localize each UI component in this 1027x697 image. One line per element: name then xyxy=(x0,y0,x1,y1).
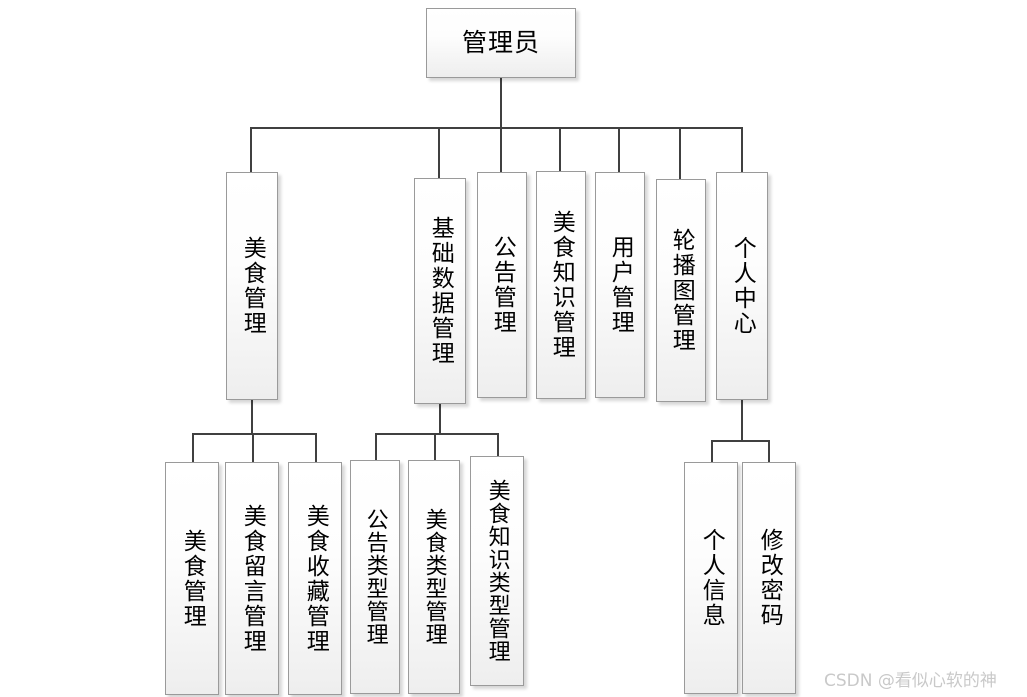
connector-stem-personal-center xyxy=(741,400,743,441)
node-food-favorite-mgmt[interactable]: 美食收藏管理 xyxy=(288,462,342,695)
node-notice-management[interactable]: 公告管理 xyxy=(477,172,527,398)
node-label: 轮播图管理 xyxy=(668,228,695,353)
node-carousel-management[interactable]: 轮播图管理 xyxy=(656,179,706,402)
node-personal-info[interactable]: 个人信息 xyxy=(684,462,738,694)
node-food-knowledge-type-mgmt[interactable]: 美食知识类型管理 xyxy=(470,456,524,686)
node-label: 管理员 xyxy=(461,27,540,57)
node-label: 公告类型管理 xyxy=(362,508,388,646)
node-label: 美食管理 xyxy=(239,236,266,336)
node-basic-data-management[interactable]: 基础数据管理 xyxy=(414,178,466,404)
csdn-watermark: CSDN @看似心软的神 xyxy=(824,671,997,691)
connector-drop-food-type-mgmt xyxy=(434,433,436,461)
connector-drop-food-management xyxy=(250,127,252,173)
node-label: 美食管理 xyxy=(179,528,206,629)
connector-stem-basic-data-management xyxy=(439,404,441,434)
node-label: 美食类型管理 xyxy=(421,508,447,646)
connector-drop-food-knowledge-type-mgmt xyxy=(497,433,499,457)
node-food-management[interactable]: 美食管理 xyxy=(226,172,278,400)
connector-bus-food-management xyxy=(192,433,316,435)
node-administrator[interactable]: 管理员 xyxy=(426,8,576,78)
node-user-management[interactable]: 用户管理 xyxy=(595,172,645,398)
connector-bus-personal-center xyxy=(711,440,769,442)
connector-stem-food-management xyxy=(251,400,253,434)
connector-drop-personal-center xyxy=(741,127,743,173)
connector-drop-notice-type-mgmt xyxy=(375,433,377,461)
connector-drop-food-knowledge-management xyxy=(559,127,561,172)
node-label: 基础数据管理 xyxy=(427,216,454,366)
node-label: 美食收藏管理 xyxy=(302,503,329,654)
connector-main-bus xyxy=(250,127,742,129)
node-label: 修改密码 xyxy=(756,528,783,628)
connector-drop-notice-management xyxy=(500,127,502,173)
connector-drop-carousel-management xyxy=(679,127,681,180)
connector-bus-basic-data-management xyxy=(375,433,498,435)
node-food-comment-mgmt[interactable]: 美食留言管理 xyxy=(225,462,279,695)
node-label: 公告管理 xyxy=(489,235,516,335)
connector-drop-change-password xyxy=(768,440,770,463)
connector-drop-basic-data-management xyxy=(438,127,440,179)
node-label: 美食知识管理 xyxy=(548,210,575,360)
connector-drop-food-favorite-mgmt xyxy=(315,433,317,463)
node-notice-type-mgmt[interactable]: 公告类型管理 xyxy=(350,460,400,694)
node-label: 美食留言管理 xyxy=(239,503,266,654)
node-label: 美食知识类型管理 xyxy=(484,479,510,663)
connector-drop-food-comment-mgmt xyxy=(252,433,254,463)
node-food-knowledge-management[interactable]: 美食知识管理 xyxy=(536,171,586,399)
node-change-password[interactable]: 修改密码 xyxy=(742,462,796,694)
node-label: 用户管理 xyxy=(607,235,634,335)
node-personal-center[interactable]: 个人中心 xyxy=(716,172,768,400)
node-label: 个人信息 xyxy=(698,528,725,628)
connector-drop-food-mgmt xyxy=(192,433,194,463)
node-food-mgmt[interactable]: 美食管理 xyxy=(165,462,219,695)
connector-drop-user-management xyxy=(618,127,620,173)
node-label: 个人中心 xyxy=(729,236,756,336)
connector-root-stem xyxy=(500,78,502,128)
connector-drop-personal-info xyxy=(711,440,713,463)
node-food-type-mgmt[interactable]: 美食类型管理 xyxy=(408,460,460,694)
